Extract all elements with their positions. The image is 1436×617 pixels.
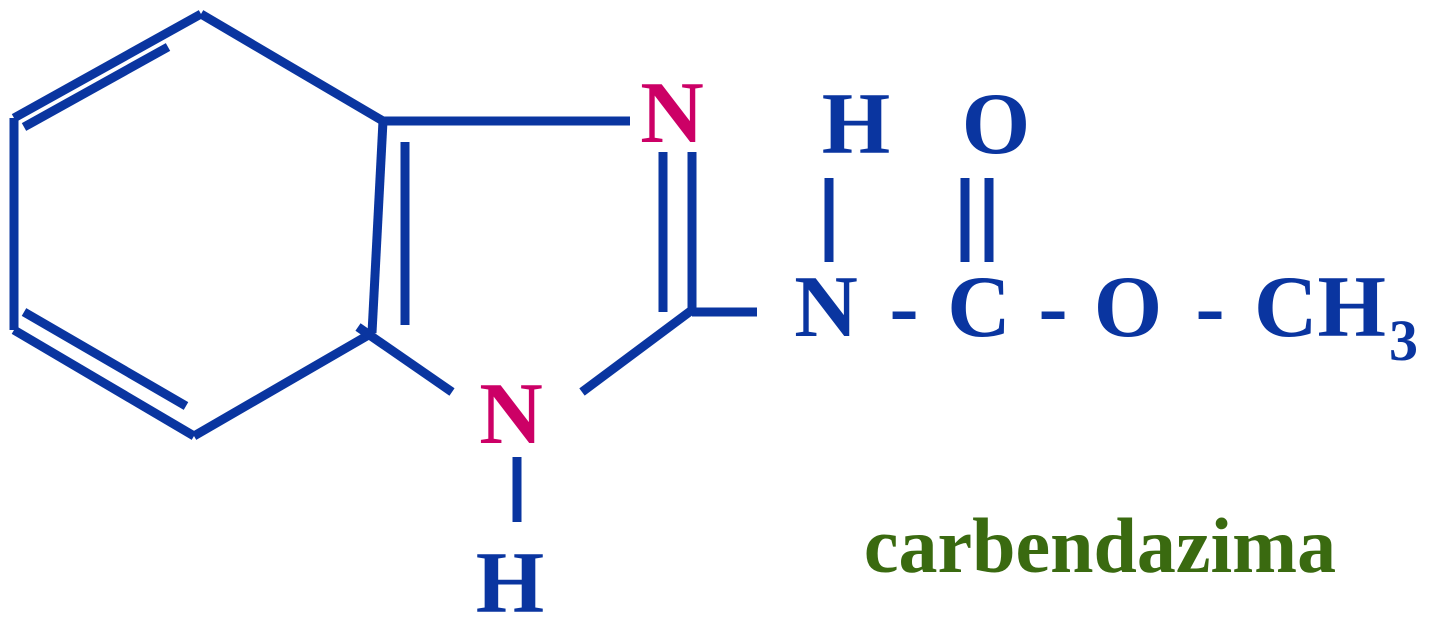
chain-carbon: C (947, 259, 1011, 356)
carbonyl-oxygen: O (962, 76, 1030, 173)
bond-c4-c3a (191, 329, 375, 440)
bond-c3a-c7a (367, 120, 388, 334)
ring-nh-hydrogen: H (476, 535, 544, 617)
chain-dash-1: - (889, 259, 918, 356)
bond-c5-c4-inner (21, 308, 189, 410)
chain-nitrogen: N (794, 259, 858, 356)
bond-c5-c4 (11, 326, 197, 440)
bond-c2-n3 (579, 306, 695, 396)
amide-hydrogen: H (822, 76, 890, 173)
methyl-group: CH (1254, 259, 1386, 356)
bond-group (9, 10, 994, 522)
ring-nitrogen-bottom: N (479, 366, 543, 463)
bond-c3a-n3 (355, 323, 455, 396)
bond-c7-c6-inner (21, 43, 171, 131)
compound-name: carbendazima (864, 502, 1336, 589)
bond-c7a-c7 (198, 10, 386, 125)
methyl-subscript: 3 (1389, 308, 1418, 373)
chain-dash-3: - (1195, 259, 1224, 356)
chain-oxygen: O (1094, 259, 1162, 356)
bond-c7-c6 (11, 10, 204, 122)
chain-dash-2: - (1038, 259, 1067, 356)
ring-nitrogen-top: N (640, 65, 704, 162)
